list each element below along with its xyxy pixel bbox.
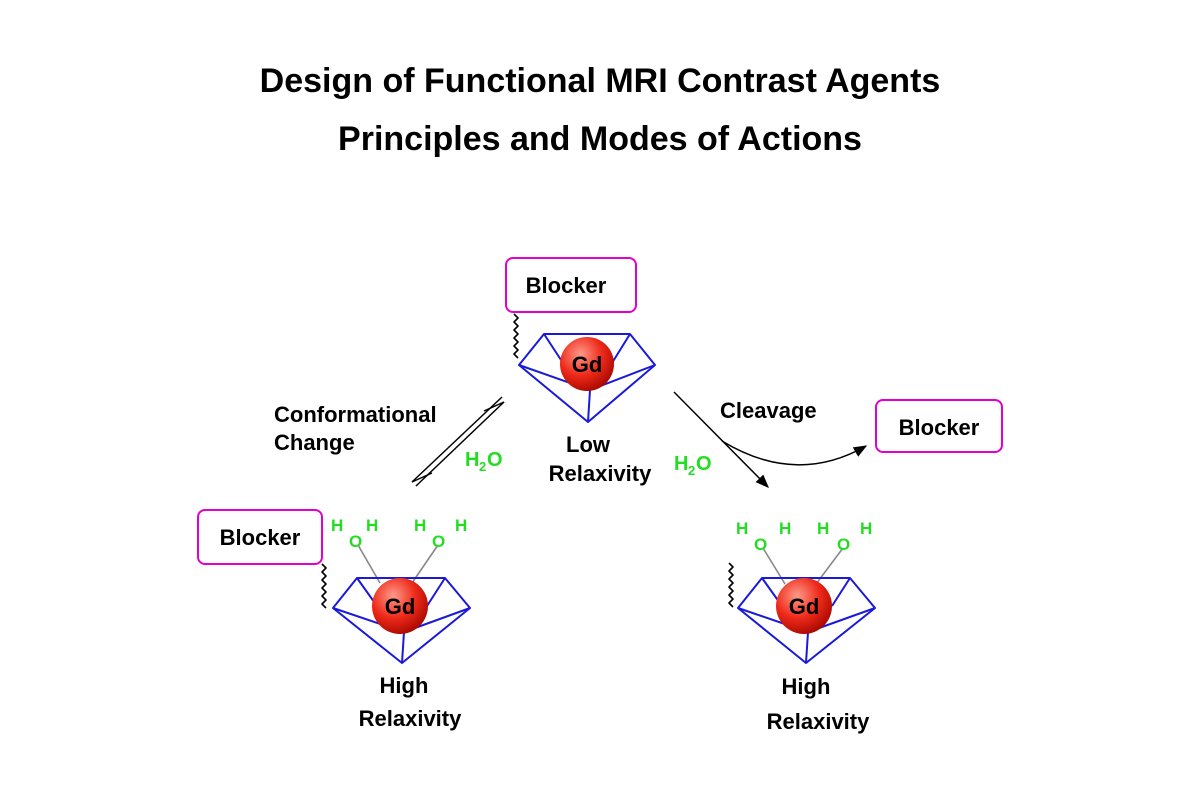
blocker-label-left: Blocker (220, 525, 301, 550)
left-complex: Blocker H O H H O H Gd High Relaxivity (197, 509, 471, 731)
gd-ion-left (372, 578, 428, 634)
water-molecule-left-1: H O H (331, 516, 378, 551)
water-molecule-right-2: H O H (817, 519, 872, 554)
svg-text:O: O (432, 532, 445, 551)
relaxivity-label-right: Relaxivity (767, 709, 870, 734)
svg-text:O: O (696, 453, 712, 475)
blocker-label-released: Blocker (899, 415, 980, 440)
diagram-subtitle: Principles and Modes of Actions (338, 120, 862, 158)
relaxivity-label-low: Relaxivity (549, 461, 652, 486)
cleavage-label: Cleavage (720, 398, 817, 423)
svg-text:2: 2 (479, 459, 486, 474)
water-molecule-left-2: H O H (414, 516, 467, 551)
relaxivity-label-left: Relaxivity (359, 706, 462, 731)
svg-text:H: H (817, 519, 829, 538)
svg-text:H: H (331, 516, 343, 535)
low-label: Low (566, 432, 611, 457)
svg-text:H: H (414, 516, 426, 535)
gd-label-left: Gd (385, 594, 416, 619)
svg-text:H: H (465, 449, 479, 471)
blocker-box-left: Blocker (197, 509, 323, 565)
svg-text:O: O (349, 532, 362, 551)
cleavage-arrow (673, 391, 769, 488)
high-label-left: High (380, 673, 429, 698)
svg-text:O: O (487, 449, 503, 471)
svg-text:H: H (455, 516, 467, 535)
blocker-label-top: Blocker (526, 273, 607, 298)
svg-text:H: H (860, 519, 872, 538)
linker-squiggle-left (321, 563, 327, 609)
diagram-title: Design of Functional MRI Contrast Agents (259, 62, 941, 100)
blocker-box-released: Blocker (875, 399, 1003, 453)
coordination-bond-left-2 (411, 544, 439, 584)
water-label-left: H 2 O (465, 449, 503, 474)
svg-text:O: O (754, 535, 767, 554)
water-molecule-right-1: H O H (736, 519, 791, 554)
svg-text:H: H (674, 453, 688, 475)
gd-ion-top (560, 337, 614, 391)
gd-ion-right (776, 578, 832, 634)
svg-text:H: H (366, 516, 378, 535)
gd-label-top: Gd (572, 352, 603, 377)
water-label-right: H 2 O (674, 453, 712, 478)
svg-text:O: O (837, 535, 850, 554)
conformational-label: Conformational (274, 402, 437, 427)
svg-text:H: H (779, 519, 791, 538)
svg-text:2: 2 (688, 463, 695, 478)
equilibrium-arrow (411, 396, 505, 487)
coordination-bond-left-1 (357, 544, 381, 584)
top-complex: Blocker Gd Low Relaxivity (505, 257, 656, 486)
right-complex: H O H H O H Gd High Relaxivity (728, 519, 876, 734)
gd-label-right: Gd (789, 594, 820, 619)
released-blocker-arrow (721, 440, 868, 466)
change-label: Change (274, 430, 355, 455)
svg-text:H: H (736, 519, 748, 538)
chelator-cage-left (332, 577, 471, 664)
high-label-right: High (782, 674, 831, 699)
linker-squiggle-top (513, 313, 519, 359)
blocker-box-top: Blocker (505, 257, 637, 313)
linker-squiggle-right (728, 562, 734, 608)
